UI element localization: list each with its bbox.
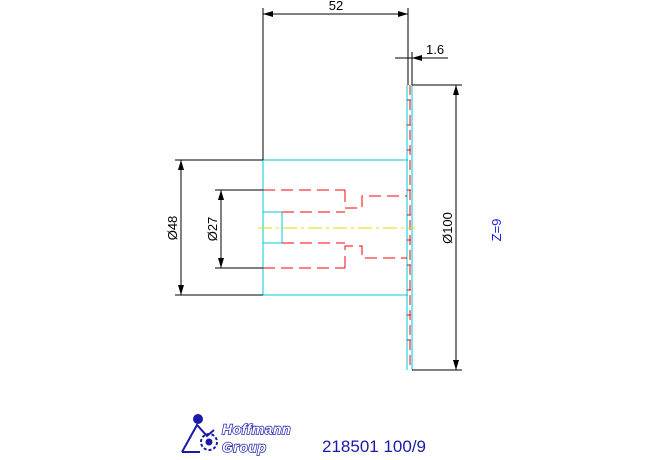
dim-length: 52: [329, 0, 343, 13]
dim-thickness: 1.6: [426, 42, 444, 57]
teeth-count-label: Z=9: [489, 219, 504, 242]
dimension-arrows: [178, 11, 459, 370]
logo-emblem-icon: [181, 414, 218, 453]
hidden-bore-lines: [263, 189, 407, 269]
dim-bore-diameter: Ø27: [205, 217, 220, 242]
dim-hub-diameter: Ø48: [165, 216, 180, 241]
logo-text-line2: Group: [222, 439, 267, 455]
dimension-lines: [175, 8, 462, 371]
hoffmann-logo: Hoffmann Group: [181, 414, 291, 456]
dim-outer-diameter: Ø100: [440, 212, 455, 244]
logo-text-line1: Hoffmann: [222, 421, 291, 437]
part-number: 218501 100/9: [322, 437, 426, 456]
